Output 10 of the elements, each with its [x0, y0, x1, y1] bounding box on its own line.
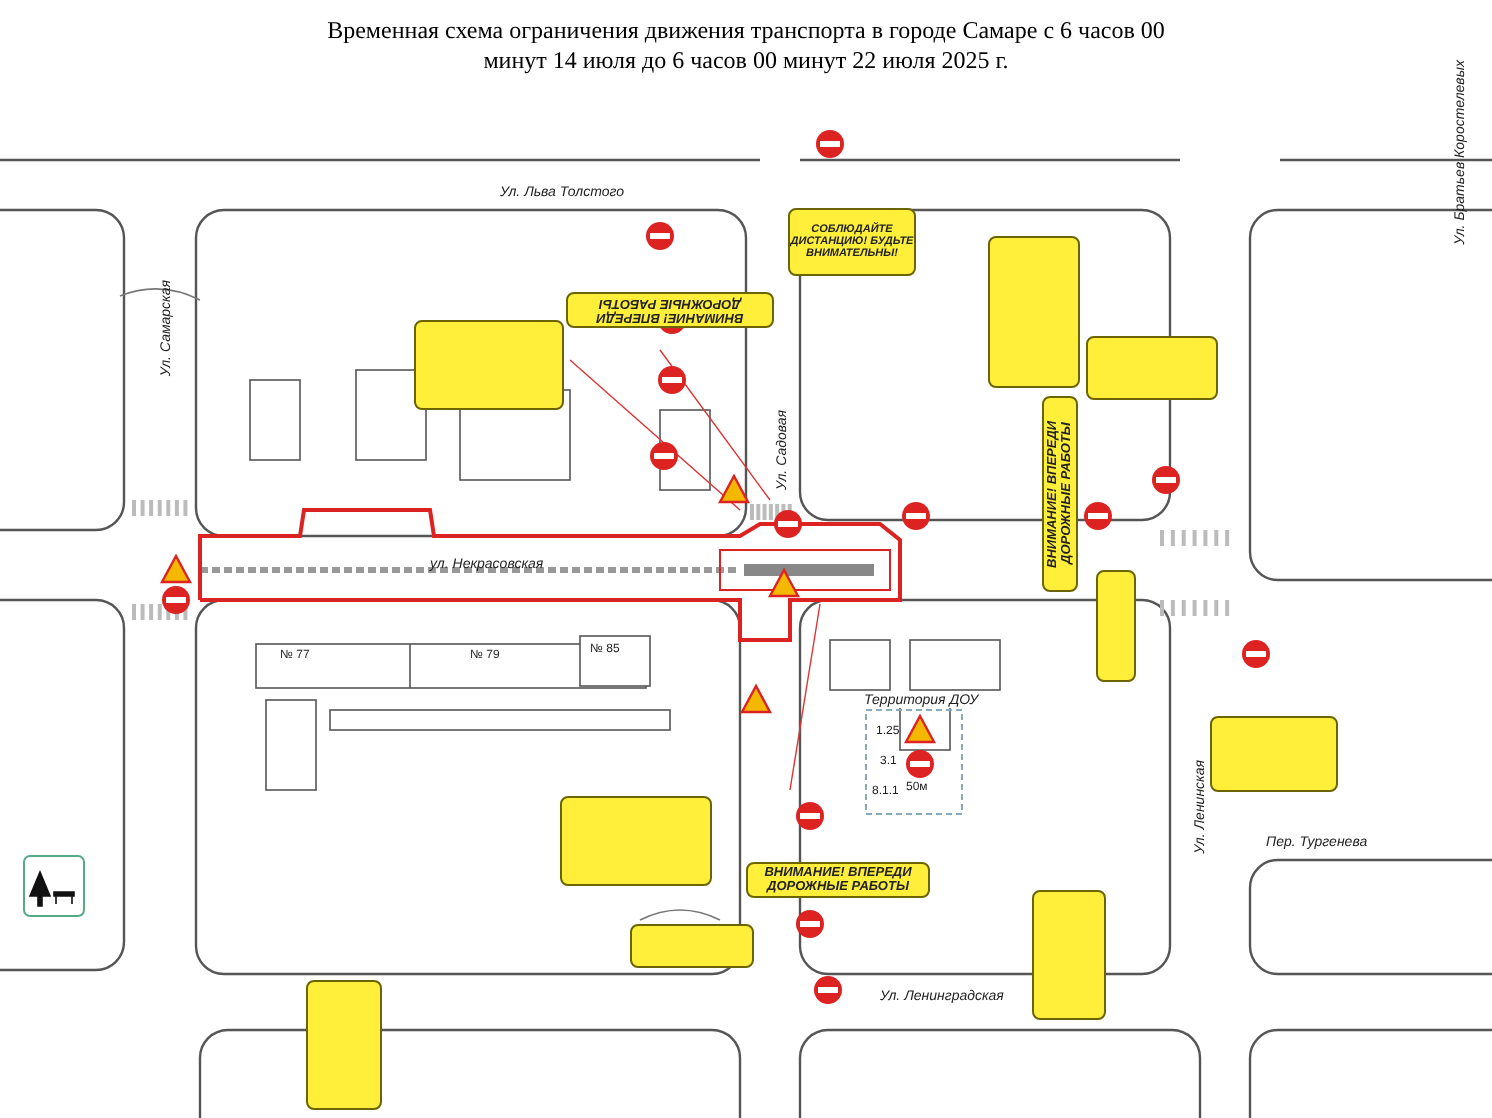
- warning-board: [988, 236, 1080, 388]
- warning-board: [560, 796, 712, 886]
- warning-board: [414, 320, 564, 410]
- warning-board: [1210, 716, 1338, 792]
- warning-board: [306, 980, 382, 1110]
- warning-board: [630, 924, 754, 968]
- warning-board: [1086, 336, 1218, 400]
- warning-board: [1032, 890, 1106, 1020]
- warning-board: [1096, 570, 1136, 682]
- diagram-title: Временная схема ограничения движения транспорта в городе Самаре с 6 часов 00 минут 14 июля до 6 часов 00 минут 22 июля 2025 г.: [325, 16, 1167, 76]
